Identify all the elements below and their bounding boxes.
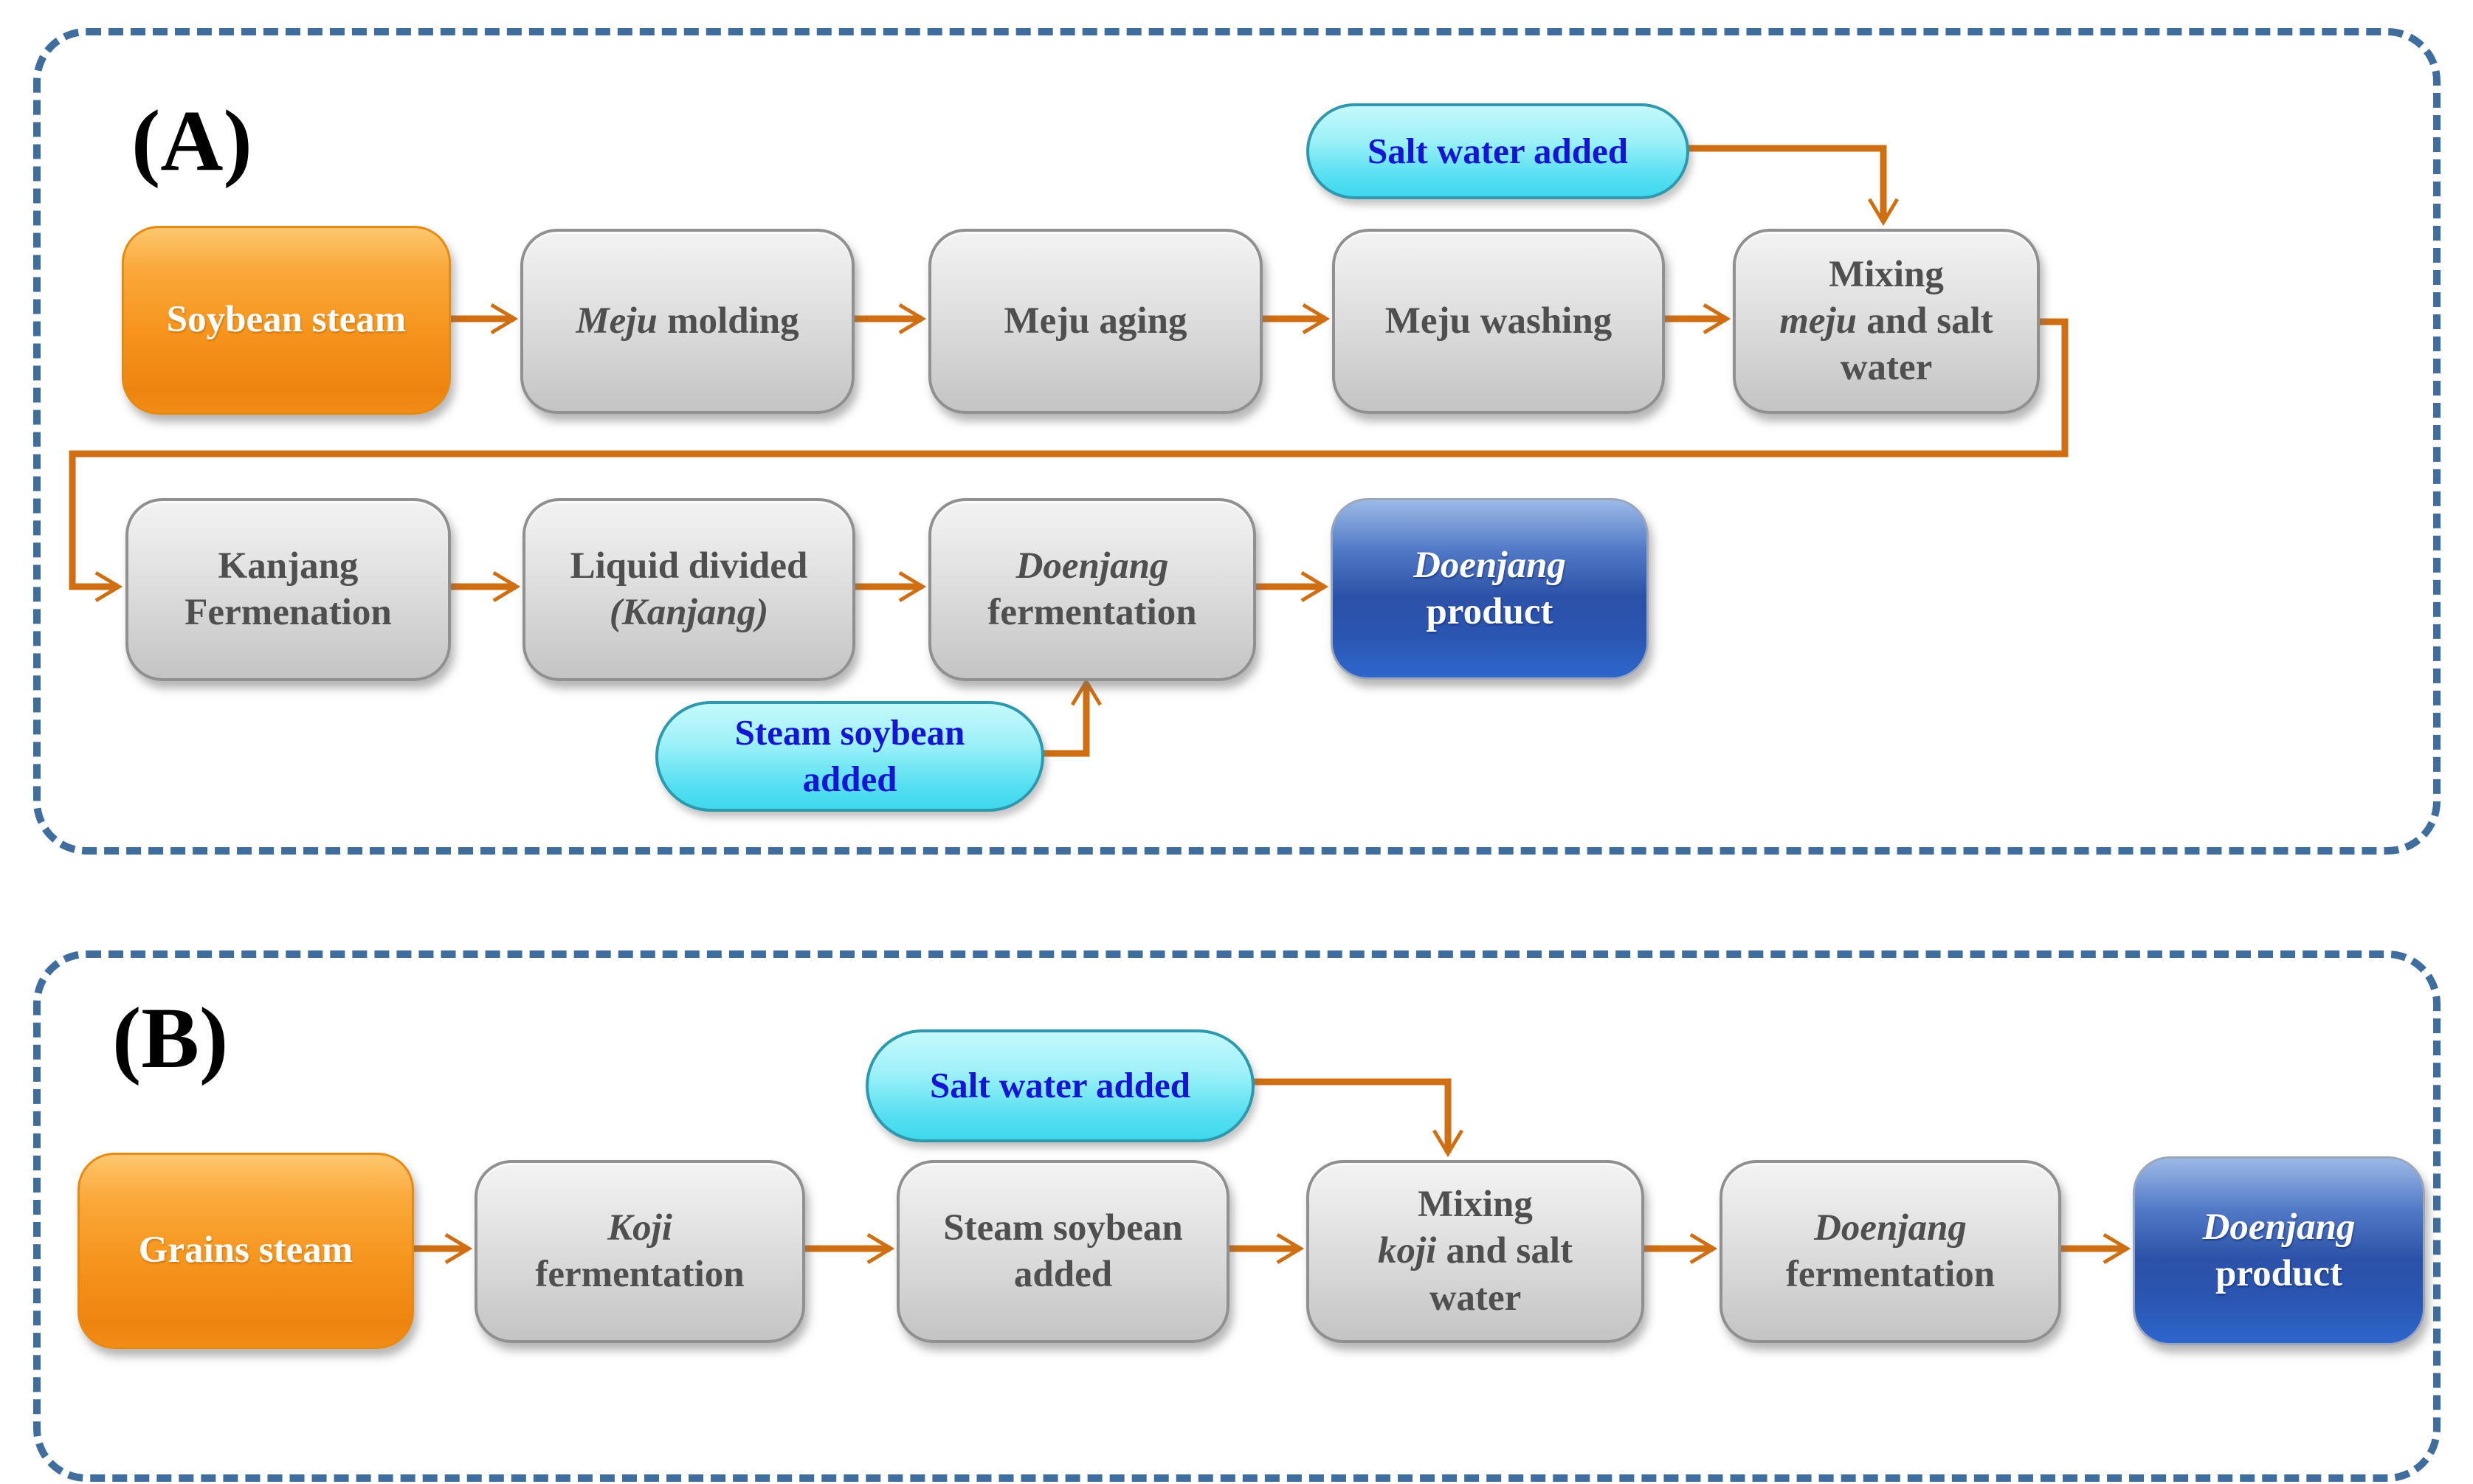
flow-box-liquid-divided-kanjang: Liquid divided (Kanjang)	[522, 498, 855, 681]
panel-b-modernized-process	[33, 950, 2441, 1482]
box-label: Kanjang Fermenation	[184, 545, 392, 633]
arrow-saltwater-to-mixing-a	[1683, 145, 1900, 227]
callout-label: Steam soybean added	[734, 712, 965, 799]
box-label: Doenjang fermentation	[987, 545, 1197, 633]
box-label: Koji fermentation	[535, 1207, 745, 1295]
flow-box-doenjang-fermentation-a: Doenjang fermentation	[928, 498, 1256, 681]
flow-box-steam-soybean-added: Steam soybean added	[897, 1160, 1229, 1343]
box-label: Grains steam	[138, 1229, 353, 1271]
flow-box-meju-washing: Meju washing	[1332, 229, 1665, 414]
arrow-steamsoybean-to-dferm	[1038, 677, 1103, 757]
callout-salt-water-added-b: Salt water added	[866, 1029, 1255, 1142]
flow-box-kanjang-fermentation: Kanjang Fermenation	[125, 498, 451, 681]
box-label: Doenjang product	[1413, 544, 1566, 632]
panel-b-label: (B)	[112, 990, 229, 1086]
flow-box-doenjang-product-b: Doenjang product	[2133, 1156, 2425, 1345]
callout-label: Salt water added	[1367, 130, 1628, 171]
box-label: Liquid divided (Kanjang)	[570, 545, 808, 633]
box-label: Steam soybean added	[943, 1207, 1183, 1295]
box-label: Meju aging	[1004, 300, 1187, 342]
box-label: Doenjang fermentation	[1785, 1207, 1996, 1295]
flow-box-grains-steam: Grains steam	[77, 1153, 414, 1349]
flow-box-doenjang-product-a: Doenjang product	[1331, 498, 1649, 680]
box-label: Meju washing	[1384, 300, 1613, 342]
flow-box-doenjang-fermentation-b: Doenjang fermentation	[1720, 1160, 2061, 1343]
arrow-mixing-to-kanjang-wrap	[69, 318, 2069, 603]
flow-box-meju-aging: Meju aging	[928, 229, 1263, 414]
box-label: Soybean steam	[166, 299, 407, 341]
panel-a-traditional-process	[33, 28, 2441, 855]
box-label: Doenjang product	[2202, 1206, 2356, 1294]
callout-salt-water-added-a: Salt water added	[1306, 103, 1689, 199]
arrow-saltwater-to-mixing-b	[1249, 1078, 1464, 1158]
flow-box-koji-fermentation: Koji fermentation	[475, 1160, 805, 1343]
callout-steam-soybean-added-a: Steam soybean added	[655, 701, 1044, 812]
callout-label: Salt water added	[929, 1065, 1190, 1106]
flow-box-soybean-steam: Soybean steam	[122, 226, 451, 415]
panel-a-label: (A)	[131, 92, 252, 189]
